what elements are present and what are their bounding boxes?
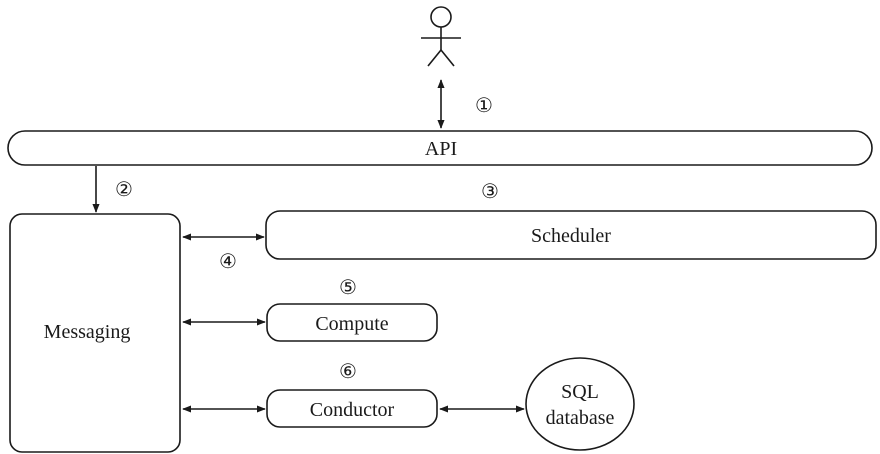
- compute-box: Compute: [266, 303, 438, 342]
- sql-database-node: SQL database: [525, 357, 635, 451]
- messaging-box: Messaging: [9, 213, 181, 453]
- step-5-label: ⑤: [339, 277, 357, 299]
- scheduler-box: Scheduler: [265, 210, 877, 260]
- step-6-label: ⑥: [339, 361, 357, 383]
- api-box: API: [7, 130, 873, 166]
- user-actor-icon: [421, 6, 461, 67]
- step-2-label: ②: [115, 179, 133, 201]
- scheduler-label: Scheduler: [531, 225, 611, 247]
- step-4-label: ④: [219, 251, 237, 273]
- conductor-box: Conductor: [266, 389, 438, 428]
- step-3-label: ③: [481, 181, 499, 203]
- database-label-line1: SQL: [561, 381, 599, 403]
- compute-label: Compute: [315, 313, 388, 335]
- conductor-label: Conductor: [310, 399, 395, 421]
- messaging-label: Messaging: [44, 321, 131, 343]
- database-label-line2: database: [546, 407, 615, 429]
- api-label: API: [425, 138, 457, 160]
- step-1-label: ①: [475, 95, 493, 117]
